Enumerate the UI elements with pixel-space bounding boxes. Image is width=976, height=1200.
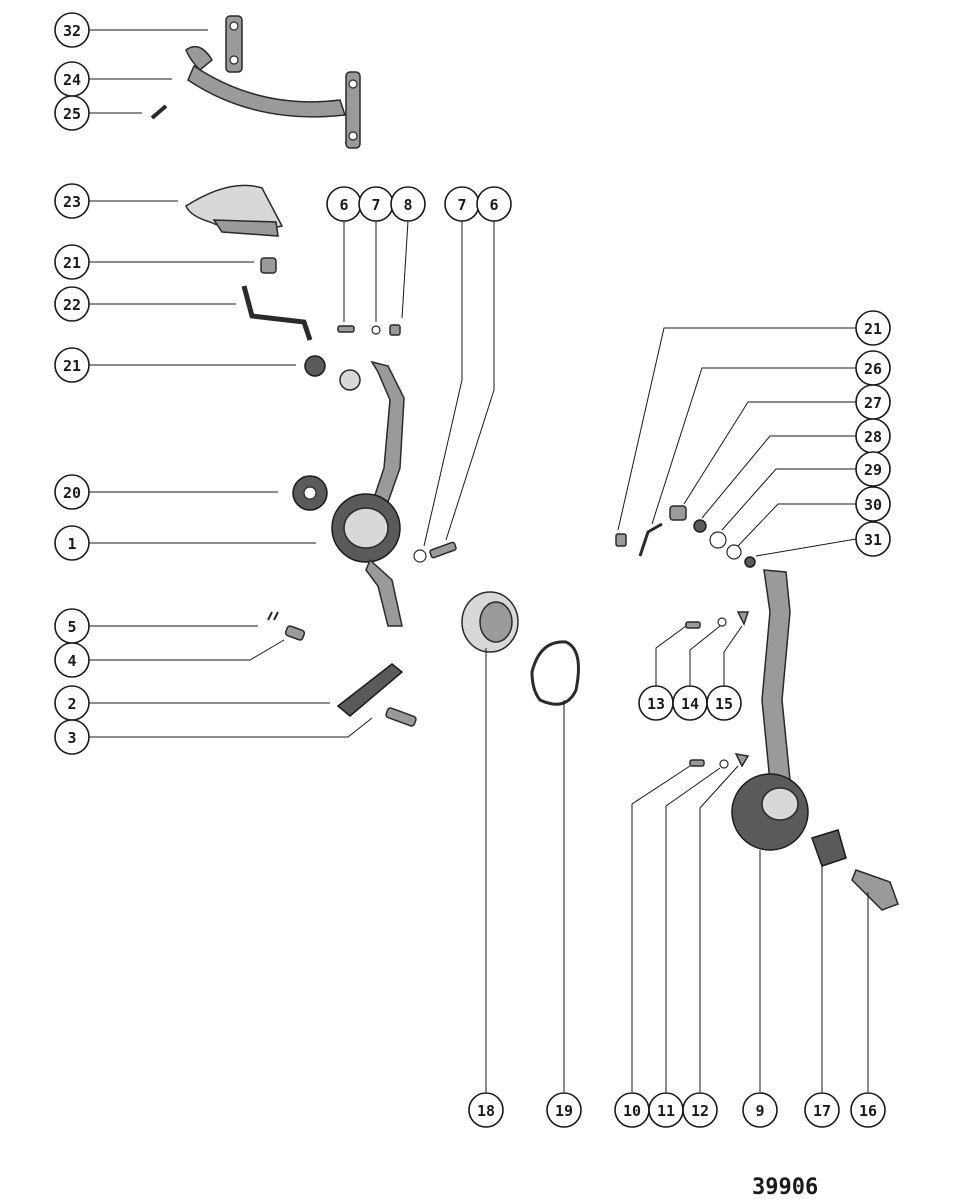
callout-5: 5 [54, 608, 90, 644]
svg-text:9: 9 [755, 1102, 764, 1120]
callout-12: 12 [682, 1092, 718, 1128]
part-washer-5 [267, 611, 279, 621]
part-pin-25 [150, 104, 168, 120]
callout-21-top: 21 [54, 244, 90, 280]
svg-text:32: 32 [63, 22, 81, 40]
callout-1: 1 [54, 525, 90, 561]
part-link-2 [336, 663, 404, 717]
svg-text:15: 15 [715, 695, 733, 713]
svg-text:31: 31 [864, 531, 882, 549]
callout-9: 9 [742, 1092, 778, 1128]
part-nut-21-mid [304, 355, 326, 377]
part-rod-22 [241, 285, 313, 341]
svg-text:8: 8 [403, 196, 412, 214]
svg-text:19: 19 [555, 1102, 573, 1120]
svg-text:20: 20 [63, 484, 81, 502]
svg-text:21: 21 [864, 320, 882, 338]
svg-text:1: 1 [67, 535, 76, 553]
callout-25: 25 [54, 95, 90, 131]
callout-32: 32 [54, 12, 90, 48]
callout-27: 27 [855, 384, 891, 420]
svg-text:21: 21 [63, 254, 81, 272]
svg-text:22: 22 [63, 296, 81, 314]
callout-6-right: 6 [476, 186, 512, 222]
svg-text:14: 14 [681, 695, 699, 713]
svg-text:26: 26 [864, 360, 882, 378]
part-screw-13-14-15 [685, 611, 750, 629]
svg-text:16: 16 [859, 1102, 877, 1120]
callouts: 32 24 25 23 21 22 21 20 1 5 4 2 3 6 7 8 … [54, 12, 891, 1128]
svg-text:2: 2 [67, 695, 76, 713]
callout-21-right: 21 [855, 310, 891, 346]
callout-2: 2 [54, 685, 90, 721]
svg-text:6: 6 [339, 196, 348, 214]
svg-text:4: 4 [67, 652, 76, 670]
part-lever-arm-1 [331, 360, 405, 627]
leader-lines [89, 29, 869, 1092]
svg-text:7: 7 [457, 196, 466, 214]
figure-number: 39906 [752, 1175, 819, 1200]
callout-21-mid: 21 [54, 347, 90, 383]
part-nut-21-top [260, 257, 277, 274]
svg-text:23: 23 [63, 193, 81, 211]
svg-text:12: 12 [691, 1102, 709, 1120]
callout-13: 13 [638, 685, 674, 721]
svg-text:3: 3 [67, 729, 76, 747]
svg-text:7: 7 [371, 196, 380, 214]
callout-15: 15 [706, 685, 742, 721]
callout-24: 24 [54, 61, 90, 97]
svg-text:10: 10 [623, 1102, 641, 1120]
callout-22: 22 [54, 286, 90, 322]
callout-14: 14 [672, 685, 708, 721]
svg-text:13: 13 [647, 695, 665, 713]
part-bracket-32 [225, 15, 243, 73]
callout-18: 18 [468, 1092, 504, 1128]
svg-text:25: 25 [63, 105, 81, 123]
svg-text:21: 21 [63, 357, 81, 375]
part-screw-4 [284, 625, 306, 641]
part-bushing-17 [811, 829, 847, 867]
svg-text:28: 28 [864, 428, 882, 446]
part-bolt-3 [385, 707, 417, 727]
callout-31: 31 [855, 521, 891, 557]
svg-text:27: 27 [864, 394, 882, 412]
part-small-parts-21-31 [615, 505, 756, 568]
callout-16: 16 [850, 1092, 886, 1128]
callout-26: 26 [855, 350, 891, 386]
part-bolt-16 [851, 869, 899, 911]
svg-text:18: 18 [477, 1102, 495, 1120]
callout-11: 11 [648, 1092, 684, 1128]
part-pulley-18 [461, 591, 519, 653]
svg-text:29: 29 [864, 461, 882, 479]
callout-17: 17 [804, 1092, 840, 1128]
part-screw-10-11-12 [689, 753, 750, 769]
part-bolt-7-6 [413, 541, 457, 563]
svg-text:6: 6 [489, 196, 498, 214]
part-spring-clip-19 [530, 640, 580, 706]
callout-10: 10 [614, 1092, 650, 1128]
callout-29: 29 [855, 451, 891, 487]
svg-text:30: 30 [864, 496, 882, 514]
part-screw-6-7-8 [337, 324, 401, 336]
svg-text:17: 17 [813, 1102, 831, 1120]
part-cover-23 [185, 184, 284, 237]
svg-text:11: 11 [657, 1102, 675, 1120]
callout-7-left: 7 [358, 186, 394, 222]
part-throttle-arm-9 [731, 569, 809, 851]
callout-7-right: 7 [444, 186, 480, 222]
callout-30: 30 [855, 486, 891, 522]
callout-20: 20 [54, 474, 90, 510]
svg-text:24: 24 [63, 71, 81, 89]
callout-23: 23 [54, 183, 90, 219]
callout-8: 8 [390, 186, 426, 222]
callout-19: 19 [546, 1092, 582, 1128]
callout-28: 28 [855, 418, 891, 454]
part-gear-20 [292, 475, 328, 511]
part-link-arm-24 [185, 45, 361, 149]
callout-6-left: 6 [326, 186, 362, 222]
callout-3: 3 [54, 719, 90, 755]
callout-4: 4 [54, 642, 90, 678]
svg-text:5: 5 [67, 618, 76, 636]
